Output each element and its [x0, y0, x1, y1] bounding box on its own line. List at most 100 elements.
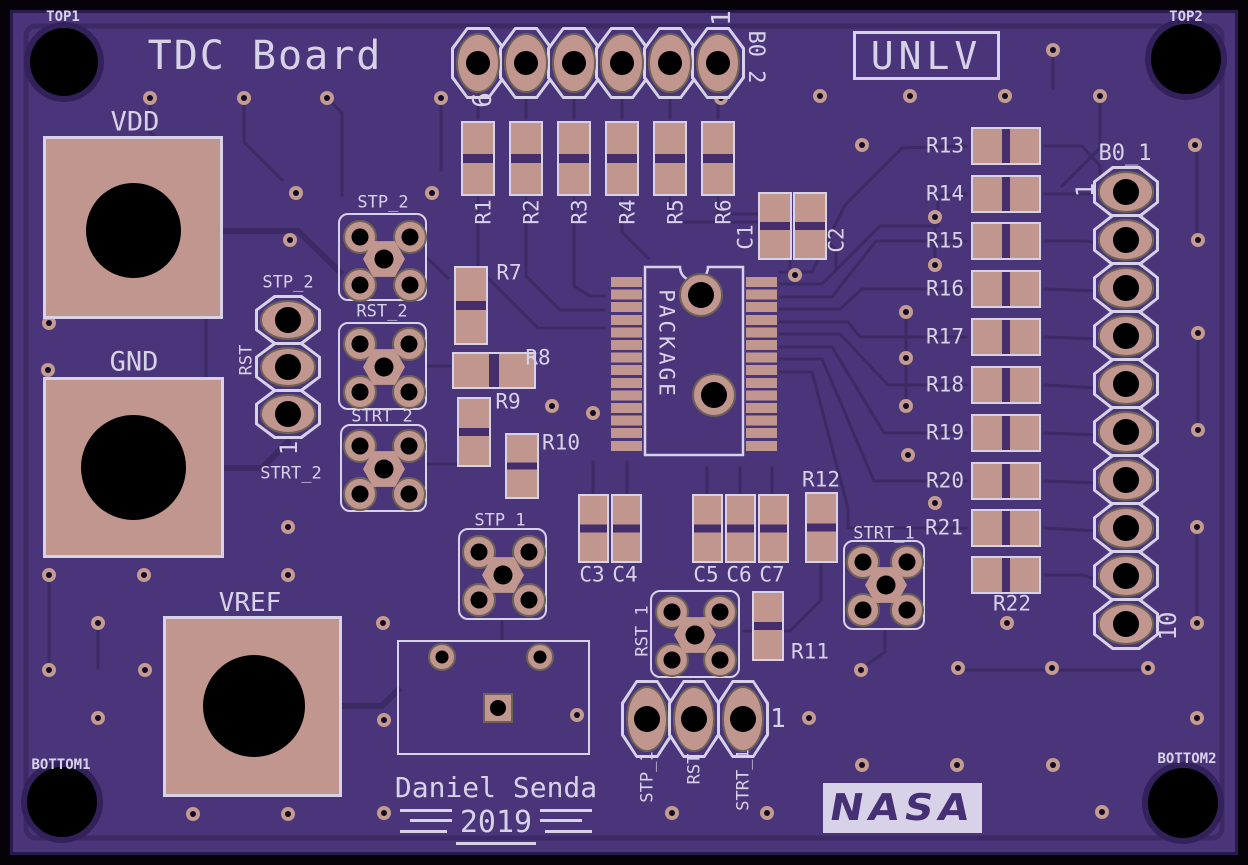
- resistor-r1: [461, 121, 495, 196]
- connector-rst2-label: RST_2: [356, 301, 408, 322]
- resistor-r11: [752, 591, 784, 661]
- resistor-r13: [971, 127, 1041, 165]
- author-credit: Daniel Senda: [394, 771, 598, 804]
- mount-hole-top1: [30, 28, 98, 96]
- b0_2-pin-pad: [648, 33, 692, 93]
- gnd-pad-label: GND: [109, 346, 159, 378]
- b0_1-pin-pad: [1098, 507, 1154, 549]
- corner-label-bottom2: BOTTOM2: [1157, 751, 1217, 767]
- capacitor-c6: [725, 494, 756, 563]
- capacitor-c4: [611, 494, 642, 563]
- left-header-pin-pad: [260, 300, 316, 340]
- resistor-r4: [605, 121, 639, 196]
- flourish-line: [545, 830, 592, 833]
- b0_2-pin-pad: [600, 33, 644, 93]
- ic-hole-bottom: [692, 373, 736, 417]
- resistor-r20: [971, 462, 1041, 500]
- left-header-pin-pad: [260, 347, 316, 387]
- ic-hole-top: [679, 273, 723, 317]
- b0_1-pin1-number: 1: [1071, 182, 1099, 198]
- b0_1-pin-pad: [1098, 171, 1154, 213]
- resistor-r19-label: R19: [926, 420, 964, 445]
- connector-strt2-label: STRT_2: [351, 406, 413, 427]
- resistor-r17-label: R17: [926, 324, 964, 349]
- vref-hole: [203, 655, 305, 757]
- connector-rst1: [650, 590, 740, 678]
- capacitor-c1-label: C1: [733, 224, 758, 250]
- resistor-r9: [457, 397, 491, 467]
- resistor-r18: [971, 366, 1041, 404]
- unlv-logo: UNLV: [853, 31, 1000, 80]
- bottom-header-strt1-label: STRT_1: [733, 749, 754, 811]
- resistor-r3: [557, 121, 591, 196]
- corner-label-bottom1: BOTTOM1: [31, 757, 91, 773]
- resistor-r14: [971, 175, 1041, 213]
- capacitor-c7: [758, 494, 789, 563]
- vdd-pad-label: VDD: [110, 106, 160, 138]
- crystal-pad: [526, 643, 554, 671]
- resistor-r8: [452, 352, 536, 389]
- b0_2-pin-pad: [456, 33, 500, 93]
- resistor-r6-label: R6: [711, 199, 736, 225]
- b0_1-pin-pad: [1098, 219, 1154, 261]
- vdd-hole: [86, 183, 181, 278]
- connector-stp1-label: STP_1: [474, 510, 526, 531]
- flourish-line: [400, 809, 452, 812]
- b0_1-header-label: B0_1: [1098, 141, 1152, 166]
- crystal-center-pad: [483, 693, 513, 723]
- connector-rst2: [338, 322, 427, 410]
- year-credit: 2019: [459, 805, 533, 840]
- b0_1-pin-pad: [1098, 459, 1154, 501]
- resistor-r7: [454, 266, 488, 345]
- resistor-r15-label: R15: [926, 228, 964, 253]
- capacitor-c2-label: C2: [824, 227, 849, 253]
- b0_1-pin-pad: [1098, 267, 1154, 309]
- bottom-header-pin1-number: 1: [770, 704, 786, 734]
- resistor-r6: [701, 121, 735, 196]
- b0_2-pin6-number: 6: [468, 92, 498, 108]
- capacitor-c6-label: C6: [726, 562, 752, 587]
- crystal-footprint: [397, 640, 590, 755]
- b0_2-header-label: B0_2: [743, 30, 768, 84]
- connector-stp1: [458, 528, 547, 620]
- ic-left-pads: [611, 277, 642, 452]
- capacitor-c7-label: C7: [759, 562, 785, 587]
- b0_2-pin-pad: [504, 33, 548, 93]
- flourish-line: [410, 819, 452, 822]
- flourish-underline: [456, 842, 536, 845]
- left-header-rst-label: RST: [236, 344, 257, 376]
- resistor-r21-label: R21: [925, 515, 963, 540]
- resistor-r16: [971, 270, 1041, 308]
- board-title: TDC Board: [147, 33, 383, 79]
- b0_1-pin10-number: 10: [1154, 611, 1182, 641]
- corner-label-top1: TOP1: [46, 9, 80, 25]
- left-header-pin1-number: 1: [275, 440, 303, 456]
- resistor-r7-label: R7: [496, 260, 522, 285]
- resistor-r22: [971, 556, 1041, 594]
- resistor-r12-label: R12: [802, 467, 840, 492]
- b0_1-pin-pad: [1098, 315, 1154, 357]
- capacitor-c4-label: C4: [612, 562, 638, 587]
- resistor-r11-label: R11: [791, 639, 829, 664]
- b0_1-pin-pad: [1098, 555, 1154, 597]
- flourish-line: [400, 830, 447, 833]
- capacitor-c2: [793, 192, 827, 260]
- nasa-logo-text: NASA: [826, 786, 979, 830]
- bottom-header-pin-pad: [722, 686, 764, 752]
- left-header-pin-pad: [260, 394, 316, 434]
- connector-stp2: [338, 213, 427, 302]
- bottom-header-pin-pad: [673, 686, 715, 752]
- resistor-r4-label: R4: [615, 199, 640, 225]
- resistor-r2: [509, 121, 543, 196]
- resistor-r13-label: R13: [926, 133, 964, 158]
- resistor-r8-label: R8: [525, 345, 551, 370]
- resistor-r20-label: R20: [926, 468, 964, 493]
- b0_1-pin-pad: [1098, 411, 1154, 453]
- capacitor-c5-label: C5: [693, 562, 719, 587]
- ic-right-pads: [746, 277, 777, 452]
- resistor-r9-label: R9: [495, 389, 521, 414]
- nasa-logo: NASA: [823, 783, 982, 833]
- connector-stp2-label: STP_2: [357, 192, 409, 213]
